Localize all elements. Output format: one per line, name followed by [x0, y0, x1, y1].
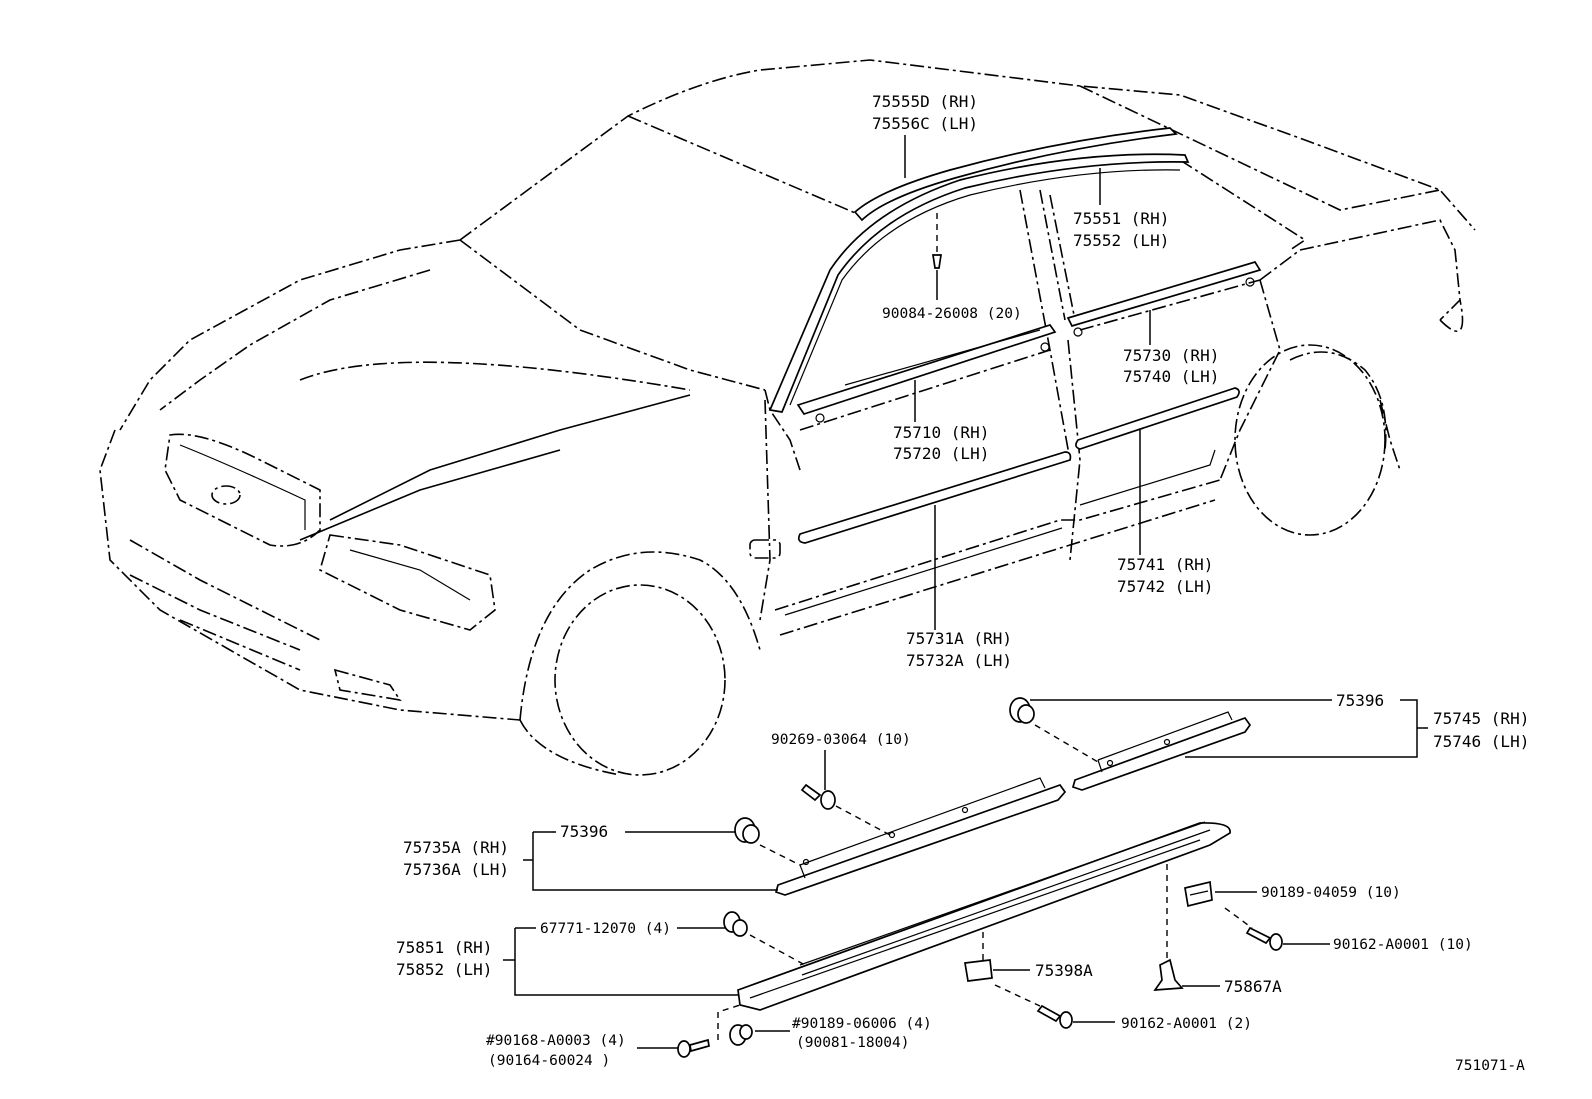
nut-90189-04059: [1184, 880, 1213, 908]
label-front-belt-lh: 75720 (LH): [893, 444, 989, 463]
label-sill-rh: 75851 (RH): [396, 938, 492, 957]
label-screw-90164: (90164-60024 ): [488, 1053, 610, 1069]
label-front-rocker-lh: 75736A (LH): [403, 860, 509, 879]
label-clip-75396-front: 75396: [560, 822, 608, 841]
clip-75398A: [964, 959, 993, 982]
label-clip-75867A: 75867A: [1224, 977, 1282, 996]
rear-side-molding: [1075, 387, 1240, 450]
label-rear-rocker-rh: 75745 (RH): [1433, 709, 1529, 728]
callout-labels: 75555D (RH) 75556C (LH) 75551 (RH) 75552…: [396, 92, 1529, 1074]
label-roof-drip-lh: 75556C (LH): [872, 114, 978, 133]
car-moldings: [768, 127, 1262, 616]
front-belt-molding: [796, 324, 1057, 416]
screw-90162-2: [1036, 1004, 1073, 1029]
roof-drip-molding: [853, 127, 1178, 222]
rear-rocker-molding: [1071, 716, 1252, 791]
label-clip-67771: 67771-12070 (4): [540, 921, 671, 937]
label-upper-molding-rh: 75551 (RH): [1073, 209, 1169, 228]
diagram-id: 751071-A: [1455, 1058, 1525, 1074]
label-rear-belt-lh: 75740 (LH): [1123, 367, 1219, 386]
label-nut-90189-06006: #90189-06006 (4): [792, 1016, 932, 1032]
screw-90168: [677, 1038, 710, 1058]
clip-75396-rear: [1009, 697, 1035, 724]
label-front-belt-rh: 75710 (RH): [893, 423, 989, 442]
label-front-rocker-rh: 75735A (RH): [403, 838, 509, 857]
label-sill-lh: 75852 (LH): [396, 960, 492, 979]
front-rocker-molding: [774, 783, 1067, 896]
clip-75396-front: [734, 817, 760, 844]
screw-90162-10: [1245, 926, 1283, 951]
label-rear-side-lh: 75742 (LH): [1117, 577, 1213, 596]
clip-67771: [723, 911, 748, 937]
nut-90189-06006: [729, 1024, 753, 1046]
car-outline: [99, 59, 1476, 776]
label-clip-75398A: 75398A: [1035, 961, 1093, 980]
label-rivet-90269: 90269-03064 (10): [771, 732, 911, 748]
label-screw-90162-10: 90162-A0001 (10): [1333, 937, 1473, 953]
sill-molding: [737, 822, 1231, 1011]
front-side-molding: [797, 451, 1072, 544]
leader-lines: [503, 135, 1428, 1049]
label-rear-rocker-lh: 75746 (LH): [1433, 732, 1529, 751]
label-screw-90162-2: 90162-A0001 (2): [1121, 1016, 1252, 1032]
label-rear-belt-rh: 75730 (RH): [1123, 346, 1219, 365]
label-screw-90168: #90168-A0003 (4): [486, 1033, 626, 1049]
window-frame-molding: [768, 153, 1190, 413]
label-clip-75396-rear: 75396: [1336, 691, 1384, 710]
rivet-90269: [800, 783, 836, 810]
exploded-parts: [677, 697, 1283, 1058]
label-upper-molding-lh: 75552 (LH): [1073, 231, 1169, 250]
label-front-side-rh: 75731A (RH): [906, 629, 1012, 648]
label-nut-90189-04059: 90189-04059 (10): [1261, 885, 1401, 901]
label-roof-drip-rh: 75555D (RH): [872, 92, 978, 111]
rear-belt-molding: [1066, 260, 1262, 328]
label-nut-90081: (90081-18004): [796, 1035, 910, 1051]
label-clip-90084: 90084-26008 (20): [882, 306, 1022, 322]
label-rear-side-rh: 75741 (RH): [1117, 555, 1213, 574]
label-front-side-lh: 75732A (LH): [906, 651, 1012, 670]
clip-75867A: [1153, 958, 1184, 991]
